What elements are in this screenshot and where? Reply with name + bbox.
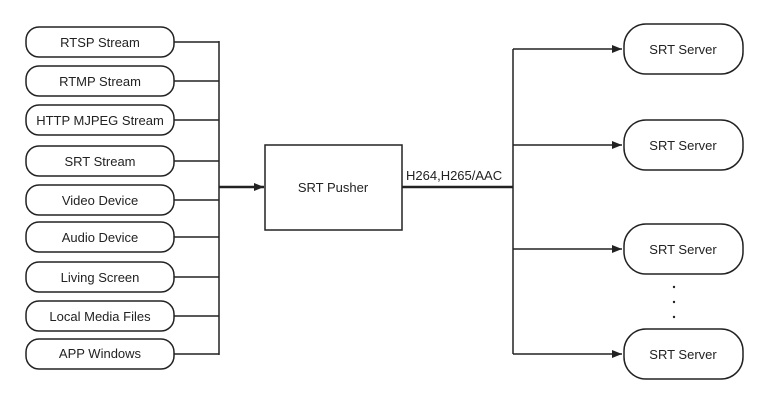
server-label: SRT Server (649, 242, 717, 257)
server-label: SRT Server (649, 42, 717, 57)
input-box-living-screen: Living Screen (25, 261, 175, 293)
input-label: Video Device (62, 193, 138, 208)
input-label: Audio Device (62, 230, 139, 245)
input-label: APP Windows (59, 346, 142, 361)
input-label: Living Screen (61, 270, 140, 285)
codec-label: H264,H265/AAC (406, 168, 502, 183)
input-box-http-mjpeg: HTTP MJPEG Stream (25, 104, 175, 136)
srt-pusher-box: SRT Pusher (264, 144, 403, 231)
input-box-rtsp: RTSP Stream (25, 26, 175, 58)
input-label: SRT Stream (64, 154, 135, 169)
input-connectors (174, 41, 220, 355)
input-box-app-windows: APP Windows (25, 338, 175, 370)
input-label: RTMP Stream (59, 74, 141, 89)
input-label: Local Media Files (49, 309, 151, 324)
srt-pusher-label: SRT Pusher (298, 180, 369, 195)
input-box-rtmp: RTMP Stream (25, 65, 175, 97)
input-box-srt-stream: SRT Stream (25, 145, 175, 177)
input-box-video-device: Video Device (25, 184, 175, 216)
server-box: SRT Server (623, 119, 744, 171)
srt-servers: SRT Server SRT Server SRT Server SRT Ser… (623, 23, 744, 380)
input-sources: RTSP Stream RTMP Stream HTTP MJPEG Strea… (25, 26, 175, 370)
server-label: SRT Server (649, 347, 717, 362)
server-box: SRT Server (623, 23, 744, 75)
server-label: SRT Server (649, 138, 717, 153)
input-box-audio-device: Audio Device (25, 221, 175, 253)
output-connectors (512, 45, 622, 358)
server-box: SRT Server (623, 223, 744, 275)
server-box: SRT Server (623, 328, 744, 380)
input-box-local-media: Local Media Files (25, 300, 175, 332)
input-label: RTSP Stream (60, 35, 140, 50)
more-servers-ellipsis (672, 285, 676, 319)
input-label: HTTP MJPEG Stream (36, 113, 164, 128)
